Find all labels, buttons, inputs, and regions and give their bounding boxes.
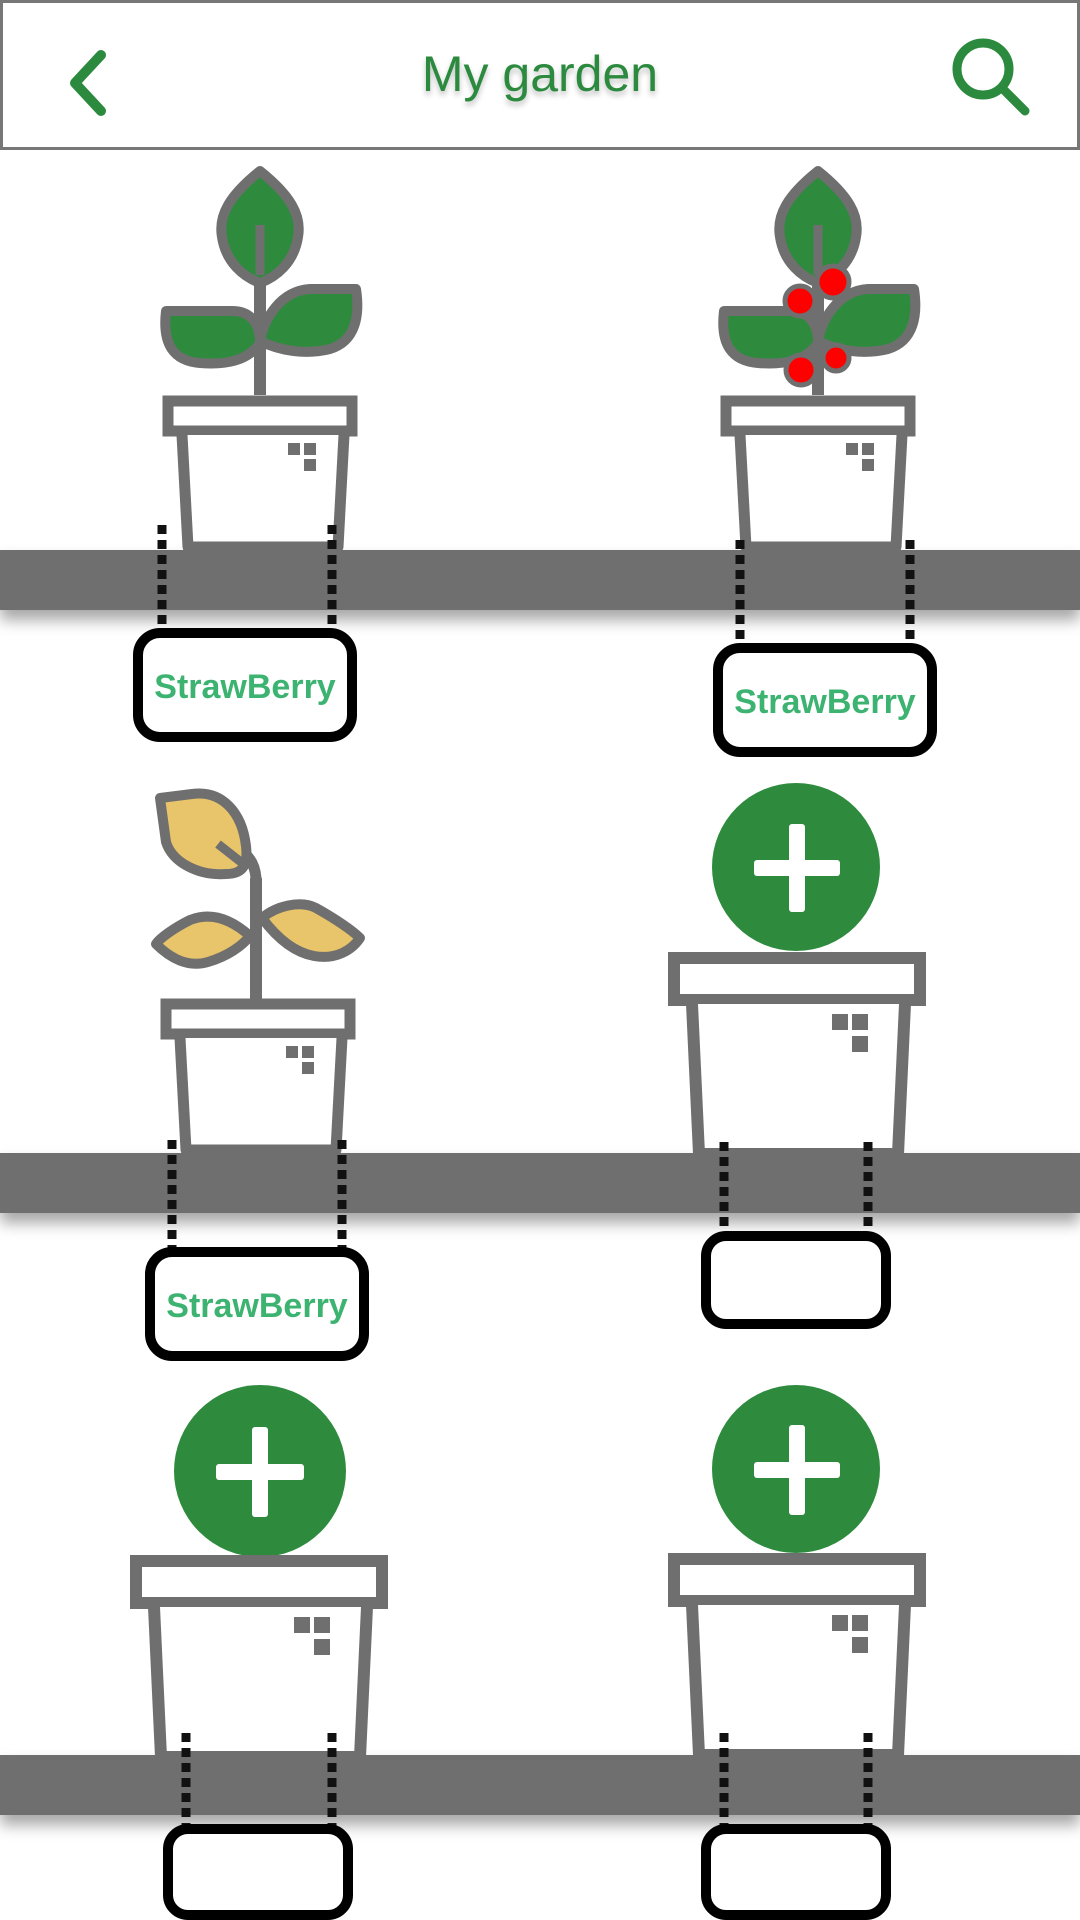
app-header: My garden <box>0 0 1080 150</box>
pot-icon <box>668 1553 926 1761</box>
wilted-plant-icon <box>151 788 365 1008</box>
add-plant-button[interactable] <box>712 1385 880 1553</box>
plant-slot-healthy[interactable]: StrawBerry <box>130 165 390 755</box>
plus-icon <box>754 824 840 912</box>
add-plant-slot-shelf-2-right[interactable] <box>668 780 928 1340</box>
add-plant-slot-shelf-3-right[interactable] <box>668 1385 928 1920</box>
pot-icon <box>720 395 916 553</box>
plus-icon <box>216 1427 304 1517</box>
search-button[interactable] <box>945 31 1035 121</box>
plant-name-label: StrawBerry <box>734 683 916 721</box>
add-plant-slot-shelf-3-left[interactable] <box>130 1385 390 1920</box>
hanging-label: StrawBerry <box>713 540 937 757</box>
plant-name-label: StrawBerry <box>154 668 336 706</box>
add-plant-button[interactable] <box>712 783 880 951</box>
add-plant-button[interactable] <box>174 1385 346 1557</box>
search-icon <box>952 38 1030 116</box>
chevron-left-icon <box>70 50 106 116</box>
hanging-label <box>163 1733 353 1920</box>
plus-icon <box>754 1425 840 1515</box>
pot-icon <box>162 395 358 553</box>
plant-slot-fruiting[interactable]: StrawBerry <box>688 165 948 765</box>
hanging-label <box>701 1142 891 1329</box>
pot-icon <box>668 952 926 1160</box>
plant-slot-wilted[interactable]: StrawBerry <box>130 788 390 1368</box>
back-button[interactable] <box>53 41 123 121</box>
shelf-1 <box>0 550 1080 610</box>
pot-icon <box>130 1555 388 1763</box>
fruiting-plant-icon <box>718 166 921 395</box>
healthy-plant-icon <box>160 166 363 395</box>
hanging-label <box>701 1733 891 1920</box>
shelf-2 <box>0 1153 1080 1213</box>
hanging-label: StrawBerry <box>133 525 357 742</box>
shelf-3 <box>0 1755 1080 1815</box>
hanging-label: StrawBerry <box>145 1140 369 1361</box>
pot-icon <box>160 998 356 1156</box>
plant-name-label: StrawBerry <box>166 1287 348 1325</box>
page-title: My garden <box>421 46 659 102</box>
